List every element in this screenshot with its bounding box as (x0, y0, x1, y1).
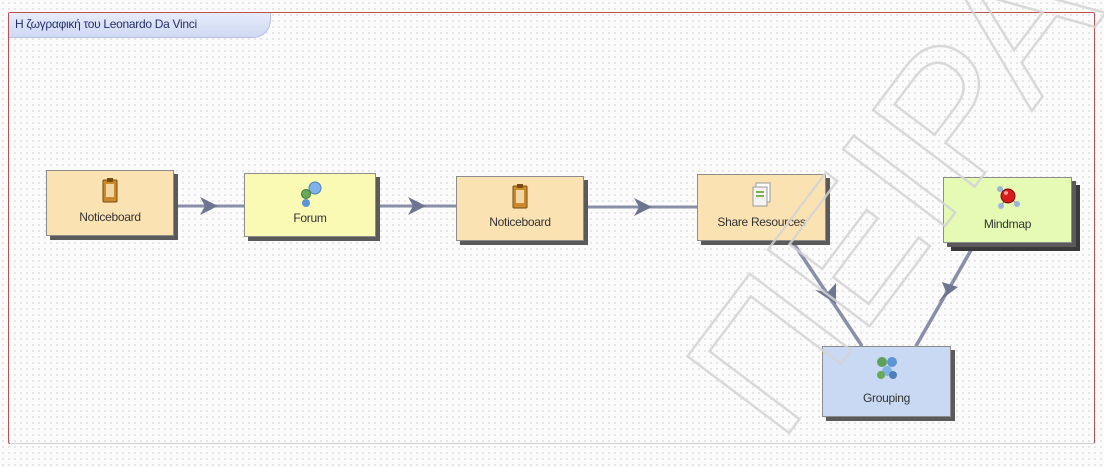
share-resources-icon (752, 182, 770, 207)
edge-noticeboard-to-forum[interactable] (174, 197, 244, 215)
mindmap-icon (996, 186, 1020, 209)
grouping-icon (876, 357, 897, 379)
sequence-title-tab[interactable]: Η ζωγραφική του Leonardo Da Vinci (9, 13, 271, 38)
sequence-title: Η ζωγραφική του Leonardo Da Vinci (15, 17, 197, 31)
node-label: Share Resources (717, 215, 806, 229)
activity-node-mindmap[interactable]: Mindmap (943, 177, 1072, 243)
edge-share-resources-to-grouping[interactable] (790, 240, 864, 347)
node-label: Grouping (863, 391, 910, 405)
noticeboard-icon (102, 178, 118, 203)
frame-divider (10, 443, 1095, 444)
noticeboard-icon (512, 184, 528, 209)
edge-noticeboard-to-share-resources[interactable] (584, 198, 697, 216)
activity-node-share-resources[interactable]: Share Resources (697, 174, 826, 241)
node-label: Noticeboard (79, 210, 141, 224)
activity-node-forum[interactable]: Forum (244, 173, 376, 237)
forum-icon (301, 181, 322, 207)
edge-grouping-to-mindmap[interactable] (914, 244, 976, 347)
node-label: Noticeboard (489, 215, 551, 229)
edge-forum-to-noticeboard[interactable] (376, 197, 456, 215)
activity-node-noticeboard-2[interactable]: Noticeboard (456, 176, 584, 241)
activity-node-noticeboard-1[interactable]: Noticeboard (46, 170, 174, 236)
activity-node-grouping[interactable]: Grouping (822, 346, 951, 417)
node-label: Forum (293, 211, 327, 225)
node-label: Mindmap (983, 217, 1032, 231)
